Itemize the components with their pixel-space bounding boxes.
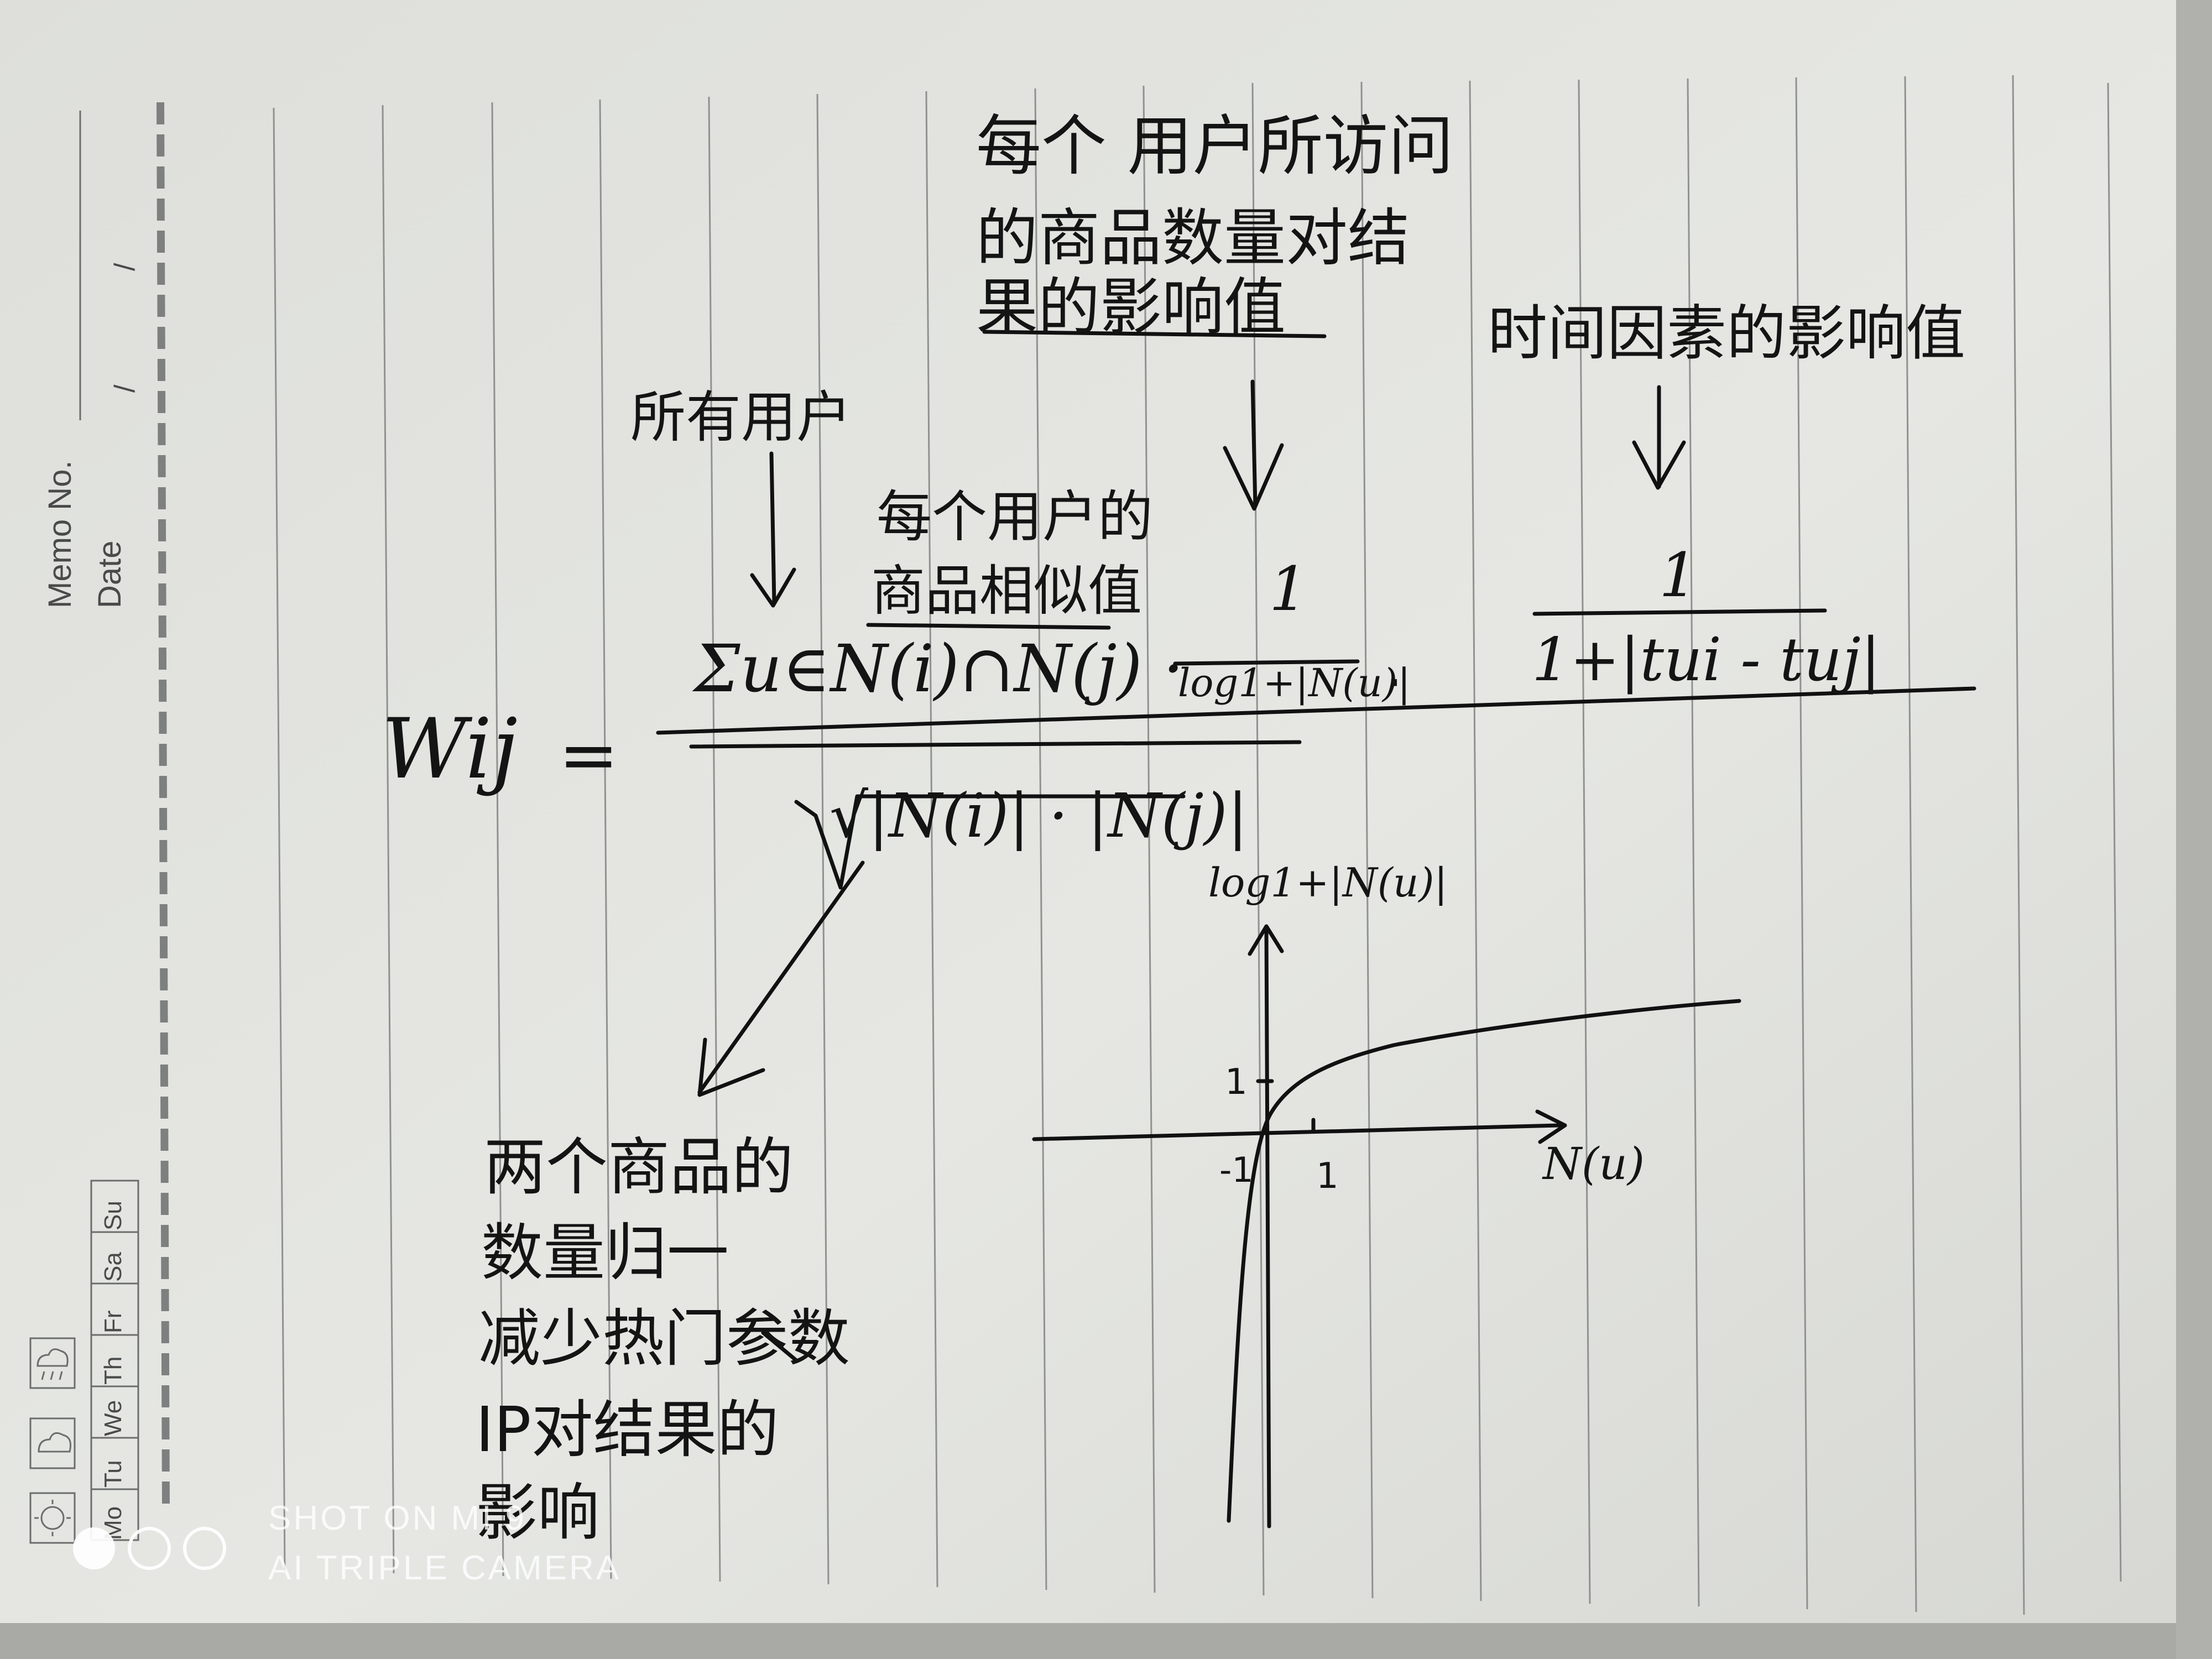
- graph-tick-y-label: 1: [1225, 1062, 1248, 1103]
- formula-sum-term: Σu∈N(i)∩N(j) ·: [694, 630, 1184, 707]
- date-slash: /: [109, 384, 141, 393]
- weekday-th: Th: [100, 1356, 127, 1385]
- note-normalization-line4: IP对结果的: [476, 1394, 779, 1466]
- cloud-icon: [29, 1417, 76, 1469]
- margin-dashed-line: [156, 102, 170, 1505]
- arrow-down-icon: [1632, 385, 1686, 490]
- fraction-bar: [1173, 659, 1360, 666]
- note-user-similarity-line2: 商品相似值: [871, 560, 1142, 623]
- weekday-tu: Tu: [100, 1460, 127, 1488]
- camera-logo-icon: [72, 1524, 238, 1575]
- arrow-down-icon: [1223, 379, 1284, 511]
- graph-tick-x-pos-label: 1: [1316, 1156, 1339, 1197]
- graph-y-axis-label: log1+|N(u)|: [1208, 859, 1448, 906]
- log-curve: [1227, 999, 1741, 1523]
- graph-x-axis-label: N(u): [1543, 1138, 1645, 1190]
- rain-icon: [29, 1337, 76, 1389]
- weekday-we: We: [100, 1400, 127, 1436]
- sun-icon: [29, 1492, 76, 1544]
- main-fraction-bar: [656, 686, 1976, 735]
- note-normalization-line5: 影响: [476, 1477, 599, 1549]
- formula-equals: =: [559, 713, 619, 797]
- ruled-lines: [273, 75, 2122, 1615]
- date-slash: /: [109, 263, 141, 271]
- graph-tick-x-neg-label: -1: [1219, 1150, 1254, 1190]
- note-underline: [866, 623, 1111, 630]
- weekday-su: Su: [100, 1201, 127, 1230]
- note-normalization-line2: 数量归一: [481, 1217, 729, 1289]
- note-time-factor: 时间因素的影响值: [1488, 299, 1966, 368]
- note-normalization-line3: 减少热门参数: [478, 1303, 850, 1375]
- note-underline: [982, 330, 1327, 338]
- formula-frac1-denominator: log1+|N(u)|: [1178, 660, 1411, 706]
- x-axis-arrow-icon: [1535, 1109, 1567, 1144]
- weekday-sa: Sa: [100, 1252, 127, 1282]
- log-graph: [1032, 924, 1741, 1528]
- y-axis: [1264, 927, 1271, 1528]
- x-axis: [1032, 1123, 1562, 1141]
- formula-denominator: √|N(i)| · |N(j)|: [830, 780, 1248, 851]
- note-items-per-user-line1: 每个 用户所访问: [976, 108, 1454, 184]
- note-normalization-line1: 两个商品的: [484, 1131, 794, 1203]
- formula-lhs: Wij: [382, 701, 518, 797]
- note-items-per-user-line3: 果的影响值: [976, 272, 1286, 343]
- watermark-line2: AI TRIPLE CAMERA: [268, 1549, 622, 1587]
- arrow-down-icon: [750, 451, 796, 608]
- arrow-diagonal-icon: [697, 860, 865, 1097]
- memo-label: Memo No.: [42, 460, 78, 608]
- weekday-fr: Fr: [100, 1310, 127, 1333]
- formula-dot: ·: [1385, 650, 1403, 715]
- formula-frac2-numerator: 1: [1659, 540, 1698, 611]
- date-label: Date: [92, 540, 128, 608]
- sqrt-sign: [794, 794, 1186, 890]
- note-all-users: 所有用户: [630, 385, 852, 450]
- formula-frac1-numerator: 1: [1269, 554, 1308, 624]
- weekday-boxes: [90, 1180, 139, 1541]
- fraction-bar: [1532, 608, 1827, 616]
- note-items-per-user-line2: 的商品数量对结: [976, 202, 1410, 274]
- sub-fraction-bar: [689, 740, 1302, 749]
- formula-frac2-denominator: 1+|tui - tuj|: [1532, 625, 1881, 695]
- note-user-similarity-line1: 每个用户的: [877, 484, 1153, 549]
- y-axis-arrow-icon: [1248, 924, 1284, 956]
- watermark-line1: SHOT ON MI 9: [268, 1499, 527, 1537]
